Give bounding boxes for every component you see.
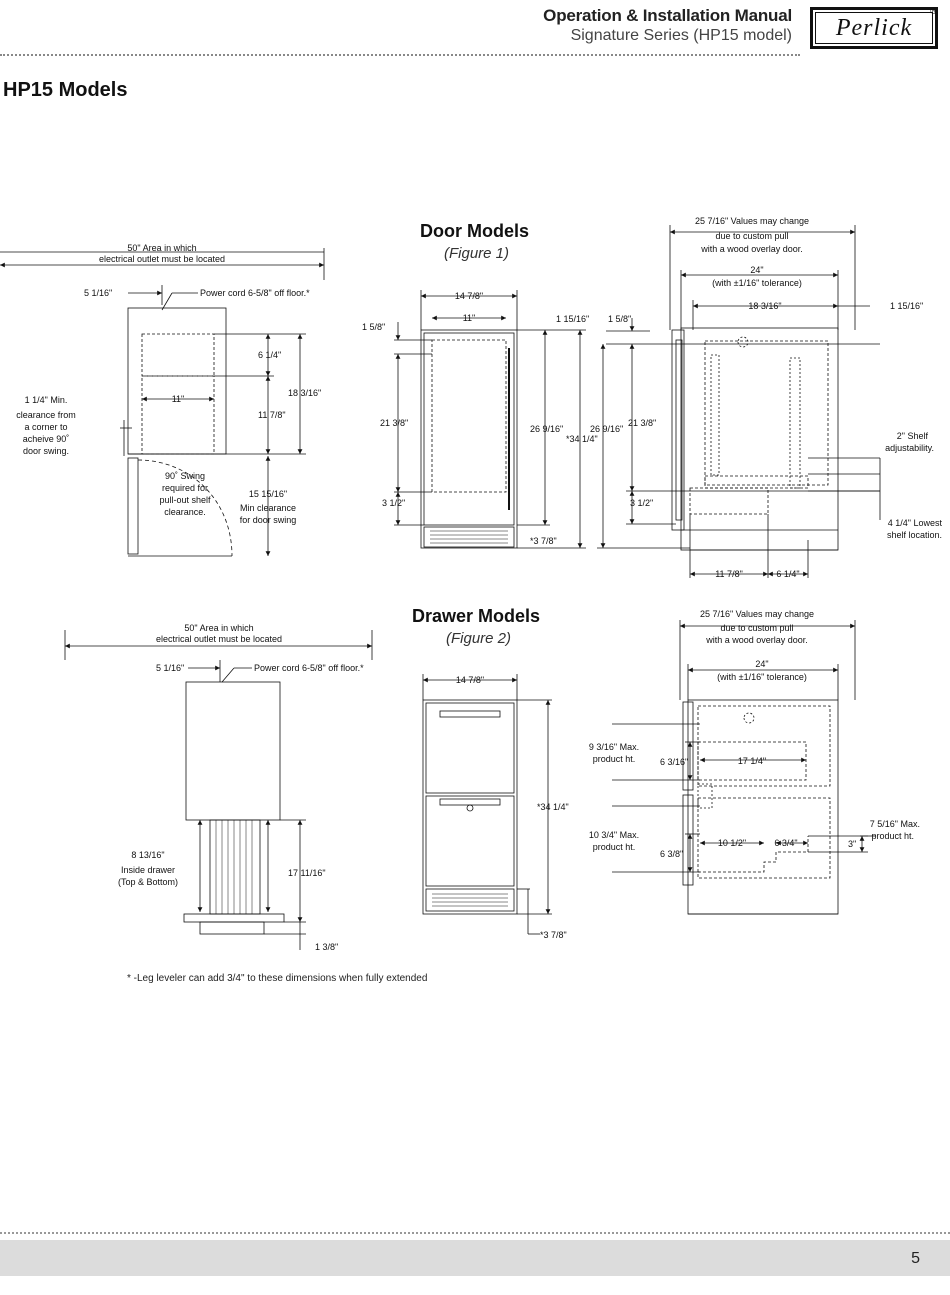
drawer-front-34-1-4: *34 1/4" (537, 802, 569, 812)
dim-18-3-16: 18 3/16" (288, 388, 321, 398)
drawer-cord-label: Power cord 6-5/8" off floor.* (254, 663, 364, 673)
side-24: 24" (750, 265, 763, 275)
drawer-6-3-4: 6 3/4" (774, 838, 797, 848)
drawer-area-label: 50" Area in which (184, 623, 253, 633)
drawer-17-1-4: 17 1/4" (738, 756, 766, 766)
swing-4: clearance. (164, 507, 206, 517)
page-number: 5 (911, 1250, 920, 1267)
dim-11-7-8: 11 7/8" (258, 410, 286, 420)
side-1-15-16: 1 15/16" (890, 301, 923, 311)
front-3-1-2: 3 1/2" (382, 498, 405, 508)
footer-divider (0, 1232, 950, 1234)
figure-2-caption: (Figure 2) (446, 630, 512, 647)
min-clear-1: 1 1/4" Min. (25, 395, 68, 405)
door-side-view (597, 225, 881, 578)
drawer-6-3-8: 6 3/8" (660, 849, 683, 859)
drawer-1-3-8: 1 3/8" (315, 942, 338, 952)
drawer-front-3-7-8: *3 7/8" (540, 930, 567, 940)
min-door-2: for door swing (240, 515, 297, 525)
drawer-front-14-7-8: 14 7/8" (456, 675, 484, 685)
inside-drawer-2: (Top & Bottom) (118, 877, 178, 887)
drawer-side-tolerance: (with ±1/16" tolerance) (717, 672, 807, 682)
max-product-1b: product ht. (593, 754, 636, 764)
front-width-14-7-8: 14 7/8" (455, 291, 483, 301)
door-cord-offset: 5 1/16" (84, 288, 112, 298)
swing-2: required for (162, 483, 208, 493)
drawer-8-13-16: 8 13/16" (131, 850, 164, 860)
perlick-logo: Perlick ® (810, 6, 938, 49)
lowest-shelf-1: 4 1/4" Lowest (888, 518, 943, 528)
drawer-area-label-2: electrical outlet must be located (156, 634, 282, 644)
side-18-3-16: 18 3/16" (748, 301, 781, 311)
side-3-1-2: 3 1/2" (630, 498, 653, 508)
swing-3: pull-out shelf (159, 495, 211, 505)
front-26-9-16: 26 9/16" (530, 424, 563, 434)
side-tolerance: (with ±1/16" tolerance) (712, 278, 802, 288)
side-1-5-8: 1 5/8" (608, 314, 631, 324)
lowest-shelf-2: shelf location. (887, 530, 942, 540)
footer-bar (0, 1240, 950, 1276)
drawer-17-11-16: 17 11/16" (288, 868, 326, 878)
top-width-11: 11" (172, 394, 185, 404)
registered-mark: ® (930, 6, 937, 16)
max-product-3a: 7 5/16" Max. (870, 819, 920, 829)
front-1-5-8: 1 5/8" (362, 322, 385, 332)
drawer-side-values-3: with a wood overlay door. (705, 635, 808, 645)
door-area-label-2: electrical outlet must be located (99, 254, 225, 264)
dim-15-15-16: 15 15/16" (249, 489, 287, 499)
min-clear-4: acheive 90˚ (23, 434, 70, 444)
drawer-side-values-2: due to custom pull (720, 623, 793, 633)
logo-text: Perlick (835, 14, 913, 41)
figure-1-caption: (Figure 1) (444, 245, 510, 262)
drawer-front-view (422, 674, 552, 935)
inside-drawer-1: Inside drawer (121, 865, 175, 875)
header-divider (0, 54, 800, 56)
max-product-2b: product ht. (593, 842, 636, 852)
max-product-2a: 10 3/4" Max. (589, 830, 639, 840)
swing-1: 90˚ Swing (165, 471, 205, 481)
dim-6-1-4: 6 1/4" (258, 350, 281, 360)
front-34-1-4: *34 1/4" (566, 434, 598, 444)
door-models-title: Door Models (420, 221, 530, 241)
max-product-1a: 9 3/16" Max. (589, 742, 639, 752)
drawer-side-view (612, 620, 876, 915)
side-values-1: 25 7/16" Values may change (695, 216, 809, 226)
manual-subtitle: Signature Series (HP15 model) (570, 27, 792, 44)
front-1-15-16: 1 15/16" (556, 314, 589, 324)
drawer-10-1-2: 10 1/2" (718, 838, 746, 848)
drawer-models-title: Drawer Models (412, 606, 541, 626)
min-clear-2: clearance from (16, 410, 76, 420)
min-clear-3: a corner to (24, 422, 67, 432)
drawer-3: 3" (848, 839, 856, 849)
drawer-side-24: 24" (755, 659, 768, 669)
side-21-3-8: 21 3/8" (628, 418, 656, 428)
side-6-1-4: 6 1/4" (776, 569, 799, 579)
door-top-view (0, 248, 325, 557)
front-width-11: 11" (463, 313, 476, 323)
door-area-label: 50" Area in which (127, 243, 196, 253)
shelf-adj-2: adjustability. (885, 443, 934, 453)
front-3-7-8: *3 7/8" (530, 536, 557, 546)
front-21-3-8: 21 3/8" (380, 418, 408, 428)
drawer-cord-offset: 5 1/16" (156, 663, 184, 673)
max-product-3b: product ht. (871, 831, 914, 841)
drawer-side-values-1: 25 7/16" Values may change (700, 609, 814, 619)
leg-leveler-note: * -Leg leveler can add 3/4" to these dim… (127, 973, 428, 984)
side-26-9-16: 26 9/16" (590, 424, 623, 434)
side-11-7-8: 11 7/8" (715, 569, 743, 579)
drawer-6-3-16: 6 3/16" (660, 757, 688, 767)
manual-title: Operation & Installation Manual (543, 6, 792, 25)
page-title: HP15 Models (3, 79, 128, 101)
min-door-1: Min clearance (240, 503, 296, 513)
shelf-adj-1: 2" Shelf (897, 431, 929, 441)
door-front-view (394, 290, 586, 549)
door-cord-label: Power cord 6-5/8" off floor.* (200, 288, 310, 298)
min-clear-5: door swing. (23, 446, 69, 456)
side-values-3: with a wood overlay door. (700, 244, 803, 254)
side-values-2: due to custom pull (715, 231, 788, 241)
drawer-top-view (64, 630, 373, 950)
